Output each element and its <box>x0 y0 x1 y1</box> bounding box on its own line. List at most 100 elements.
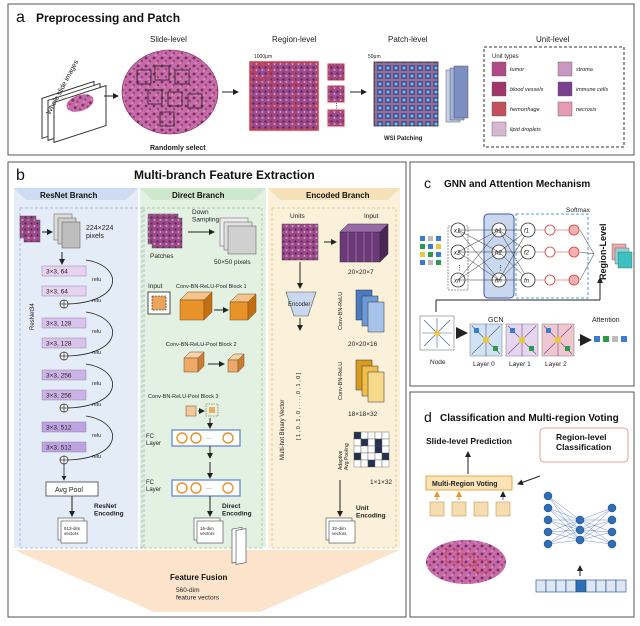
encoded-title: Encoded Branch <box>306 191 370 200</box>
unit-type-label: necrosis <box>576 107 597 113</box>
direct-vectors <box>193 517 224 544</box>
f-node-label: f2 <box>524 251 530 257</box>
relu-label: relu <box>92 350 101 356</box>
region-classification-box <box>539 427 629 463</box>
node-label: Node <box>430 359 446 366</box>
svg-text:⋮: ⋮ <box>333 103 340 110</box>
x-node-label: x1 <box>453 229 460 235</box>
panel-b-letter: b <box>16 167 25 184</box>
resnet-input <box>19 213 81 249</box>
unit-types-title: Unit types <box>492 54 519 60</box>
classifier-network <box>543 491 617 549</box>
unit-type-label: tumor <box>510 67 525 73</box>
whole-slide-stack <box>41 80 107 144</box>
unit-type-label: blood vessels <box>510 87 544 93</box>
encoded-input-label: Input <box>364 213 379 220</box>
classifier-node <box>543 539 553 549</box>
randomly-select-label: Randomly select <box>150 145 206 152</box>
svg-text:···: ··· <box>206 436 212 442</box>
relu-label: relu <box>92 381 101 387</box>
resnet-layer-label: 3×3, 256 <box>46 373 72 380</box>
attention-box <box>515 213 589 299</box>
pool-cell <box>353 438 362 447</box>
dim2-label: 20×20×16 <box>348 341 378 348</box>
pool-cell <box>381 452 390 461</box>
h-node-label: h1 <box>495 229 502 235</box>
relu-label: relu <box>92 277 101 283</box>
resnet-layer-label: 3×3, 128 <box>46 341 72 348</box>
pool-cell <box>367 445 376 454</box>
patches-label: Patches <box>150 253 174 260</box>
feature-vector-cell <box>595 579 607 593</box>
conv1-label: Conv-BN-ReLU <box>338 292 344 330</box>
resnet-layer <box>41 441 87 453</box>
scale-50um: 50μm <box>368 54 381 60</box>
direct-patches <box>147 213 183 249</box>
resnet-layer <box>41 265 87 277</box>
fc-layer-2 <box>171 479 241 497</box>
pool-cell <box>360 445 369 454</box>
classifier-node <box>607 515 617 525</box>
resnet-layer <box>41 369 87 381</box>
pool-cell <box>381 438 390 447</box>
pool-cell <box>381 431 390 440</box>
voting-box <box>425 475 513 491</box>
voting-label: Multi-Region Voting <box>432 481 498 488</box>
relu-label: relu <box>92 454 101 460</box>
panel-a: a Preprocessing and Patch Whole slide im… <box>7 3 635 156</box>
patch-grid <box>373 61 439 127</box>
conv2-label: Conv-BN-ReLU <box>338 362 344 400</box>
resnet-layer-label: 3×3, 64 <box>46 269 68 276</box>
dim3-label: 18×18×32 <box>348 411 378 418</box>
gcn-layer-label: Layer 2 <box>545 361 567 368</box>
relu-label: relu <box>92 298 101 304</box>
fusion-vectors <box>231 526 247 565</box>
direct-title: Direct Branch <box>172 191 225 200</box>
region-level-label: Region-level <box>272 35 317 44</box>
classifier-node <box>543 503 553 513</box>
feature-vector-cell <box>575 579 587 593</box>
slide-level-label: Slide-level <box>150 35 187 44</box>
gcn-layer-label: Layer 1 <box>509 361 531 368</box>
fusion-title: Feature Fusion <box>170 573 227 582</box>
block2-cubes <box>183 351 245 373</box>
region-output-stack <box>611 243 633 269</box>
feature-vector-cell <box>535 579 547 593</box>
pool-cell <box>360 438 369 447</box>
conv1-block <box>355 289 385 333</box>
svg-text:⋮: ⋮ <box>497 265 504 272</box>
unit-type-swatch <box>557 61 573 77</box>
slide-thumbnail <box>426 540 506 584</box>
node-features <box>420 236 441 265</box>
panel-a-letter: a <box>16 9 25 26</box>
multi-hot-label: Multi-hot Binary Vector <box>280 400 286 460</box>
encoder-shape <box>285 291 317 317</box>
region-crops: ⋮ <box>327 63 345 127</box>
block2-label: Conv-BN-ReLU-Pool Block 2 <box>166 342 237 348</box>
conv2-block <box>355 359 385 403</box>
feature-vector-cell <box>555 579 567 593</box>
units-image <box>281 223 319 261</box>
panel-b: b Multi-branch Feature Extraction ResNet… <box>7 161 407 618</box>
f-node-label: fn <box>524 279 530 285</box>
panel-a-frame <box>7 3 635 156</box>
h-node-label: h2 <box>495 251 502 257</box>
panel-d-letter: d <box>424 409 432 425</box>
classifier-node <box>543 491 553 501</box>
vote-cubes <box>429 501 511 517</box>
f-node <box>520 222 536 238</box>
block1-cubes <box>179 291 257 321</box>
feature-vector-cell <box>615 579 627 593</box>
unit-type-swatch <box>491 61 507 77</box>
gcn-label: GCN <box>488 317 504 324</box>
pool-cell <box>374 452 383 461</box>
downsampled-stack <box>219 217 257 255</box>
patch-level-label: Patch-level <box>388 35 428 44</box>
